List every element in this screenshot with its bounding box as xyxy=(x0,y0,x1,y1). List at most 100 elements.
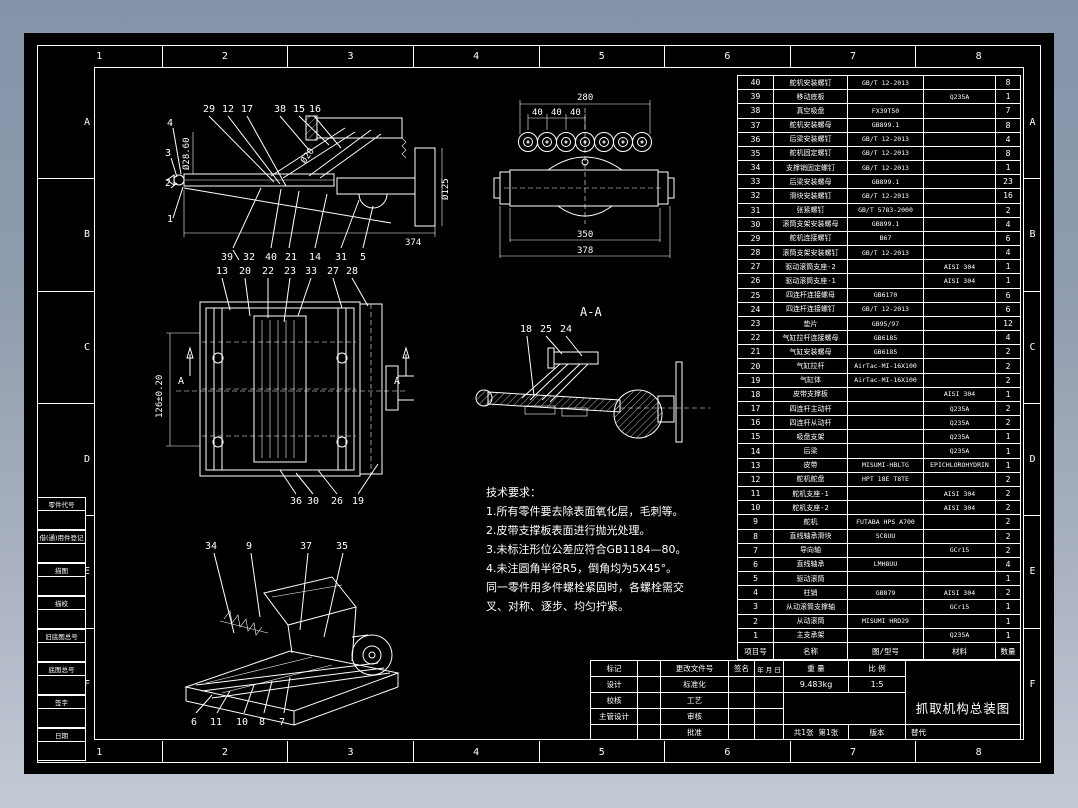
bom-cell-material xyxy=(924,146,996,162)
bom-row: 29 舵机连接螺钉 B67 6 xyxy=(738,231,1020,247)
callout: 35 xyxy=(336,541,348,552)
bom-cell-spec: AirTac-MI-16X100 xyxy=(848,359,924,374)
callout: 13 xyxy=(216,266,228,277)
bom-row: 3 从动滚筒支撑轴 GCr15 1 xyxy=(738,600,1020,615)
tb-cell-blank xyxy=(783,692,906,725)
bom-cell-qty: 8 xyxy=(996,147,1020,162)
section-arrow-label: A xyxy=(394,376,400,387)
tb-label-standardization: 标准化 xyxy=(660,676,729,693)
bom-cell-no: 13 xyxy=(738,458,774,473)
title-block: 标记 设计 校核 主管设计 更改文件号 标准化 工艺 审核 批准 签名 年 月 … xyxy=(590,660,1021,740)
bom-cell-material: AISI 304 xyxy=(924,501,996,516)
tb-label-weight: 重 量 xyxy=(783,660,849,677)
bom-row: 4 柱销 GB879 AISI 304 2 xyxy=(738,586,1020,601)
bom-row: 16 四连杆从动杆 Q235A 2 xyxy=(738,416,1020,431)
bom-cell-material: Q235A xyxy=(924,628,996,643)
bom-cell-spec xyxy=(848,416,924,431)
bom-cell-material xyxy=(924,288,996,303)
bom-cell-no: 20 xyxy=(738,359,774,374)
bom-cell-qty: 2 xyxy=(996,374,1020,388)
bom-cell-qty: 1 xyxy=(996,629,1020,643)
callout: 32 xyxy=(243,252,255,263)
bom-row: 31 张紧螺钉 GB/T 5783-2000 2 xyxy=(738,203,1020,218)
bom-cell-spec: GB879 xyxy=(848,586,924,601)
dim-label: 350 xyxy=(577,230,593,240)
bom-cell-qty: 12 xyxy=(996,317,1020,332)
bom-cell-qty: 2 xyxy=(996,515,1020,530)
dim-label: 40 xyxy=(570,108,581,118)
tb-label-chief-design: 主管设计 xyxy=(590,708,638,725)
bom-cell-no: 23 xyxy=(738,316,774,332)
zone-number: 4 xyxy=(414,741,540,763)
bom-cell-name: 滚筒支架安装螺母 xyxy=(774,217,848,232)
bom-cell-qty: 1 xyxy=(996,572,1020,587)
tb-title-cell: 抓取机构总装图 xyxy=(905,660,1021,725)
zone-number: 2 xyxy=(163,741,289,763)
callout: 40 xyxy=(265,252,277,263)
bom-cell-material: Q235A xyxy=(924,444,996,459)
bom-cell-qty: 2 xyxy=(996,530,1020,544)
section-view-leaders xyxy=(526,335,583,397)
bom-cell-qty: 1 xyxy=(996,444,1020,459)
callout: 4 xyxy=(167,118,173,129)
technical-requirements: 技术要求： 1.所有零件要去除表面氧化层，毛刺等。2.皮带支撑板表面进行抛光处理… xyxy=(486,483,744,616)
bom-cell-material xyxy=(924,203,996,218)
bom-cell-spec: GB/T 12-2013 xyxy=(848,302,924,317)
bom-row: 10 舵机支座-2 AISI 304 2 xyxy=(738,501,1020,516)
bom-cell-no: 9 xyxy=(738,515,774,530)
bom-header-spec: 图/型号 xyxy=(848,643,924,659)
bom-cell-name: 四连杆连接螺母 xyxy=(774,288,848,303)
bom-cell-material xyxy=(924,345,996,360)
bom-cell-material: Q235A xyxy=(924,90,996,105)
callout: 34 xyxy=(205,541,217,552)
callout: 33 xyxy=(305,266,317,277)
plan-view: 13 20 22 23 33 27 28 36 30 26 19 A A 126… xyxy=(155,266,414,507)
bom-cell-qty: 2 xyxy=(996,416,1020,431)
bom-cell-spec: GB899.1 xyxy=(848,175,924,190)
bom-cell-qty: 1 xyxy=(996,260,1020,275)
bom-cell-name: 舵机安装螺钉 xyxy=(774,76,848,91)
bom-cell-name: 四连杆主动杆 xyxy=(774,401,848,417)
bom-cell-no: 27 xyxy=(738,260,774,275)
bom-cell-material xyxy=(924,161,996,176)
zone-number: 5 xyxy=(540,45,666,67)
bom-cell-no: 12 xyxy=(738,472,774,487)
side-view: 29 12 17 38 15 16 4 3 2 1 39 32 40 21 14… xyxy=(165,104,451,263)
margin-field-blank xyxy=(37,742,86,761)
section-title: A-A xyxy=(580,305,602,319)
bom-cell-name: 直线轴承 xyxy=(774,557,848,573)
bom-cell-spec: MISUMI-HBLTG xyxy=(848,458,924,473)
zone-number: 8 xyxy=(975,746,982,758)
bom-cell-no: 32 xyxy=(738,189,774,204)
bom-cell-qty: 16 xyxy=(996,189,1020,204)
bom-cell-spec: GB6185 xyxy=(848,345,924,360)
bom-row: 35 舵机固定螺钉 GB/T 12-2013 8 xyxy=(738,146,1020,162)
tb-label-mark: 标记 xyxy=(590,660,638,677)
bom-cell-name: 真空吸盘 xyxy=(774,104,848,119)
bom-row: 30 滚筒支架安装螺母 GB899.1 4 xyxy=(738,217,1020,232)
bom-row: 39 移动底板 Q235A 1 xyxy=(738,90,1020,105)
bom-cell-no: 18 xyxy=(738,387,774,402)
bom-row: 33 后梁安装螺母 GB899.1 23 xyxy=(738,175,1020,190)
bom-cell-name: 柱销 xyxy=(774,586,848,601)
bom-cell-name: 气缸体 xyxy=(774,373,848,388)
tb-cell-blank xyxy=(637,724,661,740)
bom-cell-spec: AirTac-MI-16X100 xyxy=(848,373,924,388)
bom-cell-qty: 2 xyxy=(996,402,1020,417)
section-view-geometry xyxy=(475,347,710,443)
bom-row: 32 滑块安装螺钉 GB/T 12-2013 16 xyxy=(738,189,1020,204)
zone-number: 1 xyxy=(37,45,163,67)
callout: 7 xyxy=(279,717,285,728)
tb-sheet-cell: 共1张 第1张 xyxy=(783,724,849,740)
bom-cell-name: 气缸安装螺母 xyxy=(774,345,848,360)
side-view-callouts: 29 12 17 38 15 16 4 3 2 1 39 32 40 21 14… xyxy=(165,104,451,263)
bom-cell-qty: 1 xyxy=(996,274,1020,289)
tb-replace-label: 替代 xyxy=(905,724,1021,740)
margin-field-blank xyxy=(37,544,86,563)
dim-label: 40 xyxy=(532,108,543,118)
zone-number: 1 xyxy=(37,741,163,763)
bom-cell-no: 21 xyxy=(738,345,774,360)
callout: 25 xyxy=(540,324,552,335)
